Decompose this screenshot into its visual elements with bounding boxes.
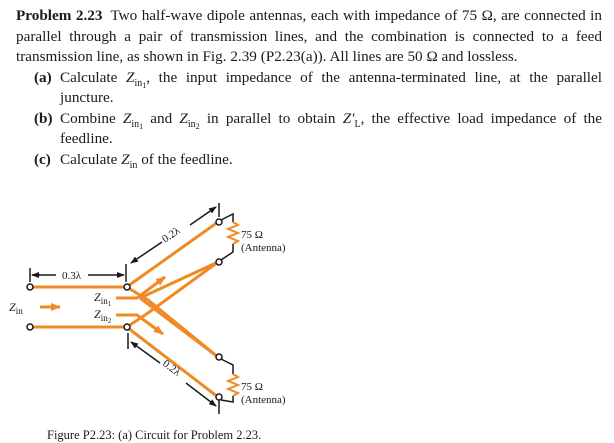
part-text: Combine Zin1 and Zin2 in parallel to obt… <box>60 109 602 148</box>
problem-body: Two half-wave dipole antennas, each with… <box>16 7 602 65</box>
feed-length-label: 0.3λ <box>62 270 82 282</box>
dimension-lower-branch <box>127 333 220 414</box>
svg-text:Zin2: Zin2 <box>94 307 112 325</box>
part-text: Calculate Zin of the feedline. <box>60 150 233 171</box>
upper-antenna-resistor <box>220 212 241 261</box>
zin-indicators <box>40 275 166 336</box>
upper-branch-length-label: 0.2λ <box>160 224 183 245</box>
part-label: (b) <box>34 109 53 127</box>
part-label: (c) <box>34 150 51 168</box>
svg-text:Zin: Zin <box>9 300 23 316</box>
figure-caption: Figure P2.23: (a) Circuit for Problem 2.… <box>47 428 262 442</box>
part-a: (a) Calculate Zin1, the input impedance … <box>34 68 602 109</box>
zin-label: Zin <box>9 300 23 316</box>
lower-branch-length-label: 0.2λ <box>160 358 183 379</box>
part-label: (a) <box>34 68 52 86</box>
upper-branch-line <box>127 220 219 300</box>
upper-antenna-label: (Antenna) <box>241 242 286 254</box>
upper-antenna-impedance: 75 Ω <box>241 229 263 241</box>
problem-parts: (a) Calculate Zin1, the input impedance … <box>16 68 602 171</box>
svg-text:Zin1: Zin1 <box>94 290 112 308</box>
terminals <box>26 218 223 401</box>
lower-antenna-resistor <box>220 358 241 403</box>
lower-antenna-label: (Antenna) <box>241 394 286 406</box>
dimension-upper-branch <box>130 203 220 264</box>
part-text: Calculate Zin1, the input impedance of t… <box>60 68 602 107</box>
lower-antenna-impedance: 75 Ω <box>241 381 263 393</box>
dimension-feed-length <box>29 264 127 282</box>
zin2-label: Zin2 <box>94 307 112 325</box>
feed-line <box>30 285 126 329</box>
problem-title: Problem 2.23 <box>16 7 103 24</box>
part-c: (c) Calculate Zin of the feedline. <box>34 150 602 171</box>
zin1-label: Zin1 <box>94 290 112 308</box>
part-b: (b) Combine Zin1 and Zin2 in parallel to… <box>34 109 602 150</box>
